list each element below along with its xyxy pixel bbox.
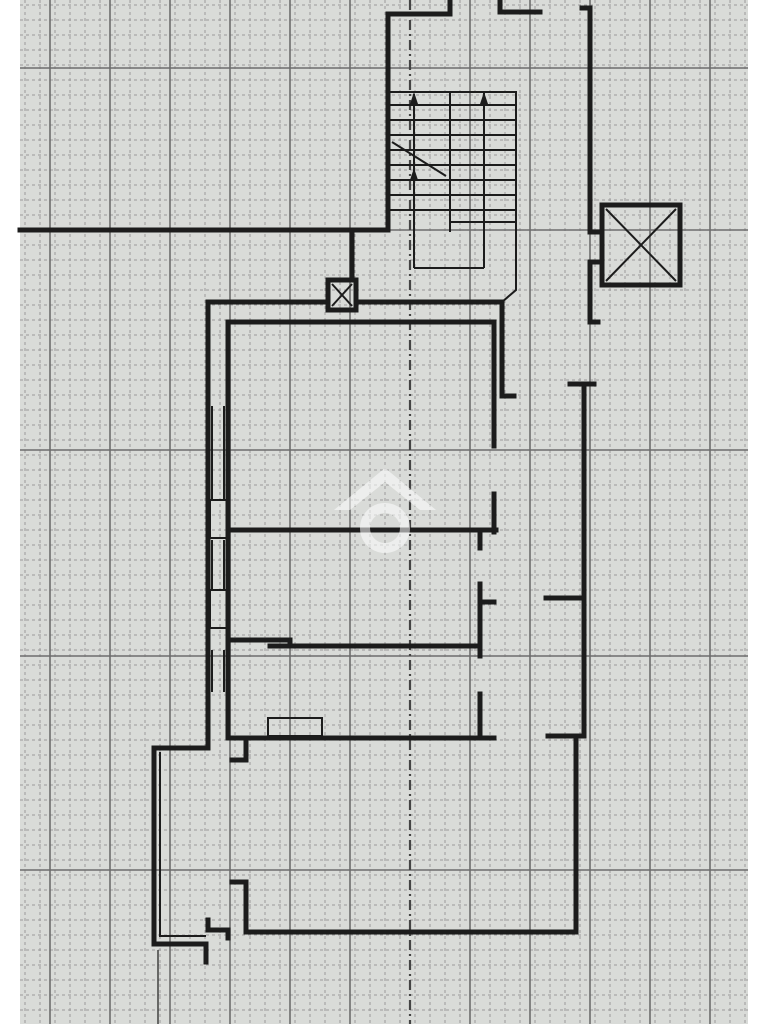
staircase-icon [17, 0, 543, 303]
elevator-shaft-icon [579, 5, 683, 325]
watermark-logo-icon [334, 468, 436, 553]
ventilation-duct-icon [325, 229, 359, 313]
graph-paper-grid [20, 0, 748, 1024]
apartment-walls [151, 299, 597, 1024]
